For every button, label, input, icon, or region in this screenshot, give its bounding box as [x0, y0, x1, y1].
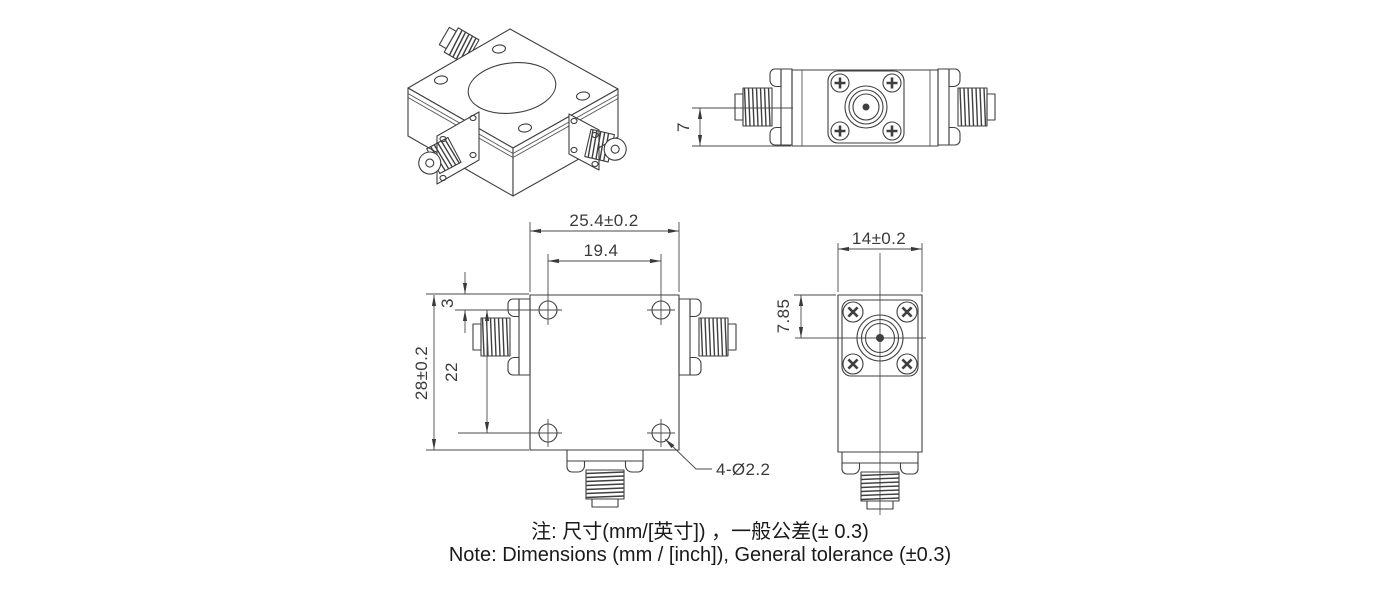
- right-port-mid: [860, 318, 900, 358]
- side-port-outer: [844, 85, 888, 129]
- dim-label-port-center: 7.85: [774, 299, 793, 334]
- iso-top-hole: [433, 75, 449, 85]
- iso-top-hole: [517, 123, 533, 133]
- screw-icon: [881, 120, 903, 142]
- dim-hole-pitch-x: 19.4: [548, 241, 661, 264]
- screw-icon: [895, 352, 919, 376]
- front-bottom-connector: [566, 449, 644, 508]
- note-line-en: Note: Dimensions (mm / [inch]), General …: [448, 544, 952, 566]
- iso-lid-seam: [407, 93, 619, 159]
- screw-icon: [829, 120, 851, 142]
- top-side-view: 7: [674, 68, 996, 147]
- dim-label-overall-width: 25.4±0.2: [569, 211, 638, 230]
- dim-label-mounting-holes: 4-Ø2.2: [716, 460, 770, 479]
- iso-top-hole: [575, 91, 591, 101]
- side-port-inner: [852, 93, 880, 121]
- screw-icon: [881, 72, 903, 94]
- dim-overall-width: 25.4±0.2: [529, 211, 680, 292]
- right-port-outer: [856, 314, 904, 362]
- dim-label-body-depth: 14±0.2: [852, 229, 906, 248]
- dim-hole-offset-top: 3: [426, 272, 529, 333]
- dim-port-height: 7: [674, 107, 793, 147]
- dim-body-depth: 14±0.2: [837, 229, 923, 292]
- dim-label-overall-height: 28±0.2: [412, 346, 431, 400]
- iso-left-connector: [418, 111, 480, 185]
- screw-icon: [841, 300, 865, 324]
- dim-hole-pitch-y: 22: [442, 310, 490, 433]
- mounting-holes: [455, 254, 675, 447]
- screw-icon: [841, 352, 865, 376]
- side-left-connector: [734, 68, 793, 146]
- isometric-view: [407, 26, 627, 197]
- dim-port-center: 7.85: [774, 294, 836, 338]
- right-port-pin: [876, 334, 884, 342]
- side-port-mid: [848, 89, 884, 125]
- drawing-notes: 注: 尺寸(mm/[英寸]) ，一般公差(± 0.3) Note: Dimens…: [0, 521, 1400, 567]
- side-body-seams: [801, 70, 931, 146]
- front-view: 25.4±0.2 19.4 3 22 28±0.2 4-Ø2.2: [412, 211, 770, 508]
- front-right-connector: [678, 298, 737, 376]
- callout-mounting-holes: 4-Ø2.2: [664, 438, 770, 479]
- side-flange-plate: [827, 70, 905, 144]
- dim-overall-height: 28±0.2: [412, 295, 529, 451]
- iso-top-hole: [491, 44, 507, 54]
- iso-right-connector: [568, 113, 627, 171]
- right-side-view: 14±0.2 7.85: [774, 229, 926, 515]
- screw-icon: [829, 72, 851, 94]
- dim-label-port-bottom: 7: [674, 122, 693, 132]
- note-line-zh: 注: 尺寸(mm/[英寸]) ，一般公差(± 0.3): [531, 521, 869, 543]
- side-right-connector: [937, 68, 996, 146]
- iso-rear-connector: [438, 26, 480, 65]
- dim-label-hole-pitch-y: 22: [442, 362, 461, 382]
- iso-right-face: [512, 88, 619, 197]
- right-port-inner: [864, 322, 896, 354]
- screw-icon: [895, 300, 919, 324]
- dim-label-hole-offset-top: 3: [438, 298, 457, 308]
- right-flange-plate: [841, 299, 919, 377]
- iso-top-cavity: [467, 62, 557, 114]
- side-port-pin: [862, 103, 870, 111]
- dim-label-hole-pitch-x: 19.4: [584, 241, 619, 260]
